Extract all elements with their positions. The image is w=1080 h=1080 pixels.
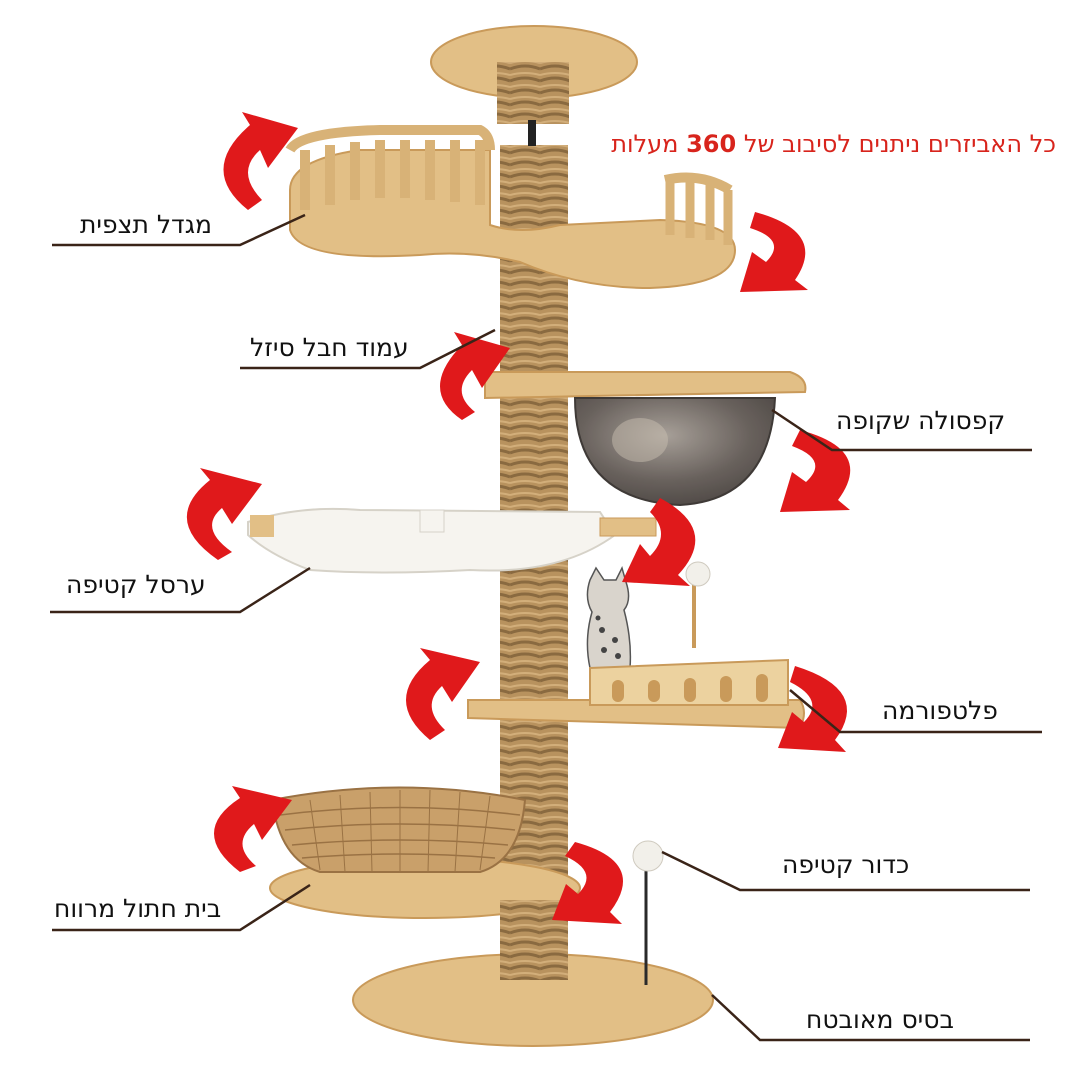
rotation-headline: כל האביזרים ניתנים לסיבוב של 360 מעלות [611, 128, 1056, 160]
rotate-arrow-icon [214, 786, 292, 872]
rotate-arrow-icon [440, 332, 510, 420]
label-hammock: ערסל קטיפה [66, 570, 206, 599]
label-sisal-post: עמוד חבל סיזל [250, 333, 409, 362]
label-base: בסיס מאובטח [806, 1005, 954, 1034]
metal-rod [528, 120, 536, 146]
transparent-capsule [573, 397, 777, 507]
label-plush-ball: כדור קטיפה [782, 850, 910, 879]
rotate-arrow-icon [622, 498, 696, 586]
label-capsule: קפסולה שקופה [836, 406, 1006, 435]
watchtower-platform [285, 125, 737, 290]
rotate-arrow-icon [406, 648, 480, 740]
label-platform: פלטפורמה [882, 696, 998, 725]
label-watchtower: מגדל תצפית [80, 210, 212, 239]
rotate-arrow-icon [552, 842, 624, 924]
headline-text-before: כל האביזרים ניתנים לסיבוב של [743, 130, 1056, 158]
rotation-arrows [186, 112, 851, 924]
headline-text-after: מעלות [611, 130, 679, 158]
cat-figure [586, 565, 632, 669]
rotate-arrow-icon [186, 468, 262, 560]
rotate-arrow-icon [780, 430, 851, 512]
plush-ball-toy-icon [632, 840, 664, 985]
fenced-platform [467, 658, 805, 730]
label-rattan-bed: בית חתול מרווח [54, 894, 222, 923]
top-rope-segment [497, 62, 569, 124]
rotate-arrow-icon [740, 212, 808, 292]
rotate-arrow-icon [223, 112, 298, 210]
hanging-ball-toy [685, 561, 711, 648]
leader-lines [50, 213, 1042, 1042]
plush-hammock [247, 507, 657, 574]
capsule-platform [484, 371, 807, 507]
headline-number: 360 [686, 130, 737, 158]
